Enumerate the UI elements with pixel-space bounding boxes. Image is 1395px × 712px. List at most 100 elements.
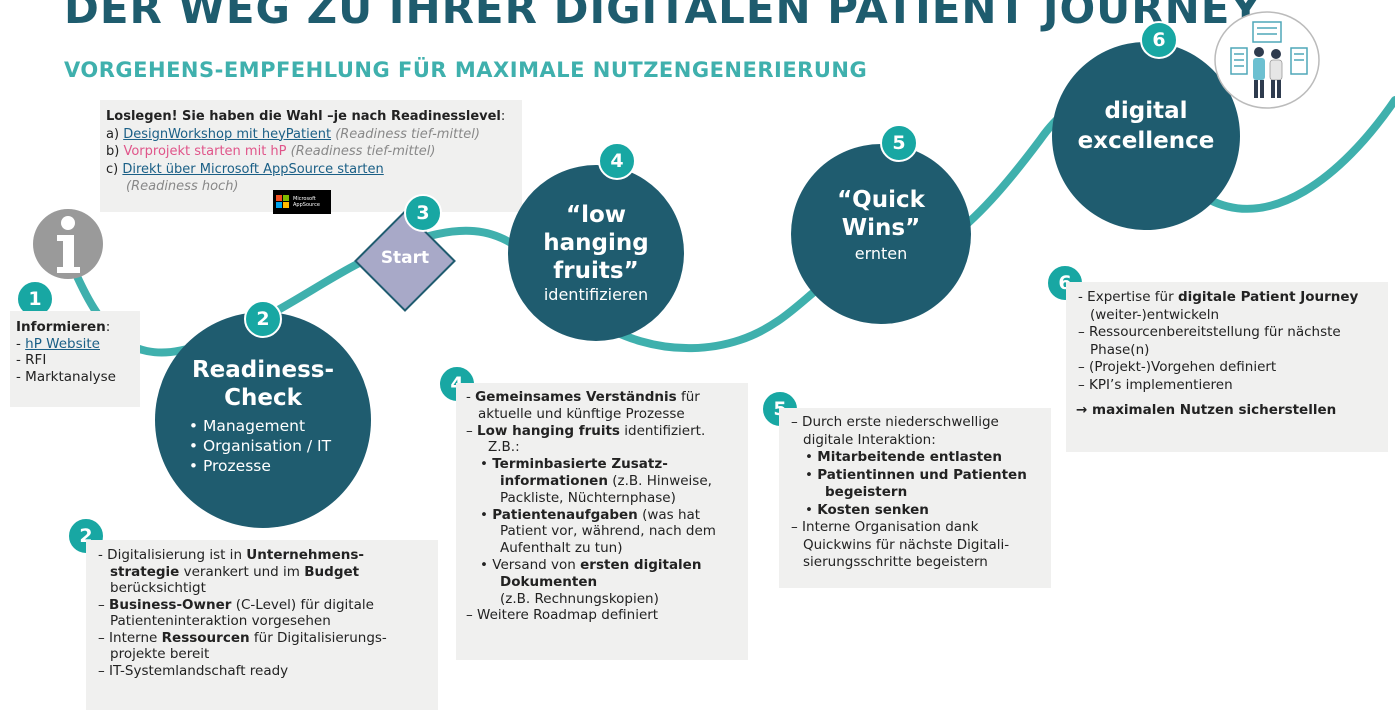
step-5-circle: “Quick Wins” ernten — [791, 144, 971, 324]
step-5-line1: “Quick — [837, 187, 925, 213]
box-2-l3a: Interne — [109, 629, 162, 646]
box-4-l3: Weitere Roadmap definiert — [477, 607, 659, 624]
box-6-result: → maximalen Nutzen sicherstellen — [1076, 402, 1337, 418]
option-c-note: (Readiness hoch) — [126, 179, 239, 194]
box-5-l1b: digitale Interaktion: — [803, 431, 936, 448]
box-4-b3c: Dokumenten — [500, 573, 598, 590]
step-4-line2: hanging — [543, 230, 649, 256]
step-6-badge: 6 — [1140, 21, 1178, 59]
box-6-l1c: (weiter-)entwickeln — [1090, 306, 1220, 323]
hp-website-link[interactable]: hP Website — [25, 335, 100, 352]
step-4-line4: identifizieren — [543, 285, 649, 304]
options-heading: Loslegen! Sie haben die Wahl –je nach Re… — [106, 109, 501, 124]
step-2-item-prozesse: Prozesse — [202, 457, 271, 475]
box-6-l2b: Phase(n) — [1090, 341, 1150, 358]
appsource-label: Microsoft AppSource — [293, 196, 320, 208]
step-2-title-line1: Readiness- — [191, 357, 335, 383]
box-4: - Gemeinsames Verständnis für aktuelle u… — [456, 383, 748, 660]
box-2-l2c: Patienteninteraktion vorgesehen — [110, 613, 331, 629]
step-5-line3: ernten — [854, 244, 908, 263]
box-4-b2d: Aufenthalt zu tun) — [500, 540, 623, 557]
box-2-l4: IT-Systemlandschaft ready — [109, 662, 289, 679]
box-4-b1d: Packliste, Nüchternphase) — [500, 489, 676, 506]
step-3-badge: 3 — [404, 194, 442, 232]
box-2: - Digitalisierung ist in Unternehmens- s… — [86, 540, 438, 710]
option-b-prefix: b) — [106, 144, 120, 159]
page-title: DER WEG ZU IHRER DIGITALEN PATIENT JOURN… — [64, 0, 1262, 33]
option-a-note: (Readiness tief-mittel) — [335, 126, 480, 142]
box-2-l3c: für Digitalisierungs- — [249, 629, 387, 646]
box-4-l1b: für — [676, 389, 700, 405]
box-6-l2a: Ressourcenbereitstellung für nächste — [1089, 324, 1341, 340]
box-4-b1b: informationen — [500, 472, 608, 489]
box-4-b1c: (z.B. Hinweise, — [607, 472, 712, 489]
box-2-l3d: projekte bereit — [110, 646, 210, 662]
box-5-b2a: Patientinnen und Patienten — [817, 466, 1027, 483]
option-b-note: (Readiness tief-mittel) — [290, 144, 436, 159]
box-5-b2b: begeistern — [825, 484, 908, 500]
box-5-l1a: Durch erste niederschwellige — [802, 414, 999, 430]
box-2-l1c: strategie — [110, 563, 180, 580]
step-6-circle: digital excellence — [1052, 42, 1240, 230]
info-icon — [33, 209, 103, 279]
step-5-badge: 5 — [880, 124, 918, 162]
start-label: Start — [380, 248, 430, 268]
box-2-l3b: Ressourcen — [161, 629, 250, 646]
step-2-circle: Readiness- Check • Management • Organisa… — [155, 312, 371, 528]
option-c-link[interactable]: Direkt über Microsoft AppSource starten — [122, 161, 384, 177]
box-4-b3a: Versand von — [492, 556, 581, 573]
box-5: – Durch erste niederschwellige digitale … — [779, 408, 1051, 588]
step-1-title: Informieren — [16, 319, 106, 335]
step-4-line1: “low — [565, 202, 627, 228]
box-2-l1e: Budget — [304, 563, 360, 580]
box-5-b3: Kosten senken — [817, 501, 929, 518]
box-2-l1d: verankert und im — [179, 563, 305, 580]
box-6-l1a: Expertise für — [1087, 289, 1178, 305]
box-4-l2c: Z.B.: — [488, 439, 520, 456]
box-4-b3b: ersten digitalen — [580, 556, 702, 573]
box-2-l1b: Unternehmens- — [246, 547, 364, 563]
box-4-l1c: aktuelle und künftige Prozesse — [478, 405, 685, 422]
box-6-l1b: digitale Patient Journey — [1177, 289, 1359, 305]
step-6-line2: excellence — [1077, 128, 1215, 154]
box-4-l2a: Low hanging fruits — [477, 422, 620, 439]
step-5-line2: Wins” — [841, 215, 921, 241]
team-illustration-icon — [1214, 11, 1320, 109]
step-4-badge: 4 — [598, 142, 636, 180]
box-5-b1: Mitarbeitende entlasten — [817, 449, 1002, 465]
step-2-item-management: Management — [202, 417, 306, 435]
box-2-l2a: Business-Owner — [109, 596, 232, 613]
box-2-l1f: berücksichtigt — [110, 580, 206, 596]
box-4-b2a: Patientenaufgaben — [492, 506, 638, 523]
page-subtitle: VORGEHENS-EMPFEHLUNG FÜR MAXIMALE NUTZEN… — [64, 58, 868, 82]
option-c-prefix: c) — [106, 161, 119, 177]
appsource-badge[interactable]: Microsoft AppSource — [273, 190, 331, 214]
box-4-l2b: identifiziert. — [619, 422, 706, 439]
box-5-l2b: Quickwins für nächste Digitali- — [803, 536, 1010, 553]
box-4-b2b: (was hat — [637, 506, 701, 523]
box-4-l1a: Gemeinsames Verständnis — [475, 389, 677, 405]
step-4-line3: fruits” — [553, 258, 639, 284]
box-4-b3d: (z.B. Rechnungskopien) — [500, 590, 659, 607]
step-4-circle: “low hanging fruits” identifizieren — [508, 165, 684, 341]
options-box: Loslegen! Sie haben die Wahl –je nach Re… — [100, 100, 522, 212]
option-a-prefix: a) — [106, 126, 120, 142]
box-6-l3: (Projekt-)Vorgehen definiert — [1089, 359, 1277, 375]
box-4-b1a: Terminbasierte Zusatz- — [492, 456, 668, 473]
step-2-title-line2: Check — [224, 385, 302, 411]
marktanalyse-item: Marktanalyse — [25, 368, 116, 385]
box-2-l2b: (C-Level) für digitale — [231, 596, 374, 613]
step-2-item-organisation: Organisation / IT — [202, 437, 332, 455]
step-2-badge: 2 — [244, 300, 282, 338]
box-4-b2c: Patient vor, während, nach dem — [500, 523, 716, 540]
step-1-box: Informieren: - hP Website - RFI - Markta… — [10, 311, 140, 407]
box-2-l1a: Digitalisierung ist in — [107, 547, 247, 563]
rfi-item: RFI — [25, 352, 47, 368]
box-6-l4: KPI’s implementieren — [1089, 376, 1233, 393]
option-a-link[interactable]: DesignWorkshop mit heyPatient — [123, 126, 332, 142]
box-5-l2c: sierungsschritte begeistern — [803, 554, 988, 570]
option-b-text: Vorprojekt starten mit hP — [123, 144, 287, 159]
box-5-l2a: Interne Organisation dank — [802, 519, 979, 535]
microsoft-logo-icon — [276, 195, 289, 208]
step-6-line1: digital — [1104, 98, 1188, 124]
